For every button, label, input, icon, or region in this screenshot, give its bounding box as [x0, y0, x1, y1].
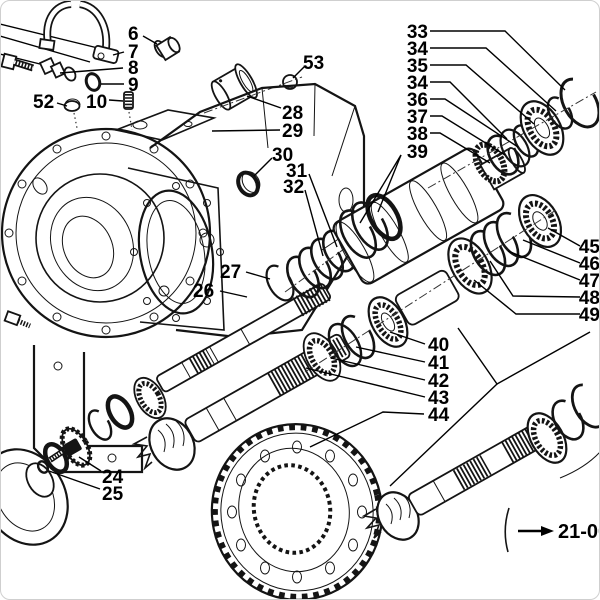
seal-washer	[84, 72, 102, 92]
callout-53: 53	[303, 53, 324, 74]
plug	[152, 36, 182, 60]
callout-52: 52	[33, 92, 54, 113]
callout-44: 44	[428, 405, 450, 426]
callout-36: 36	[407, 90, 428, 111]
callout-47: 47	[579, 271, 600, 292]
lower-pinion-bearing	[520, 379, 600, 478]
connector-fittings	[40, 58, 78, 83]
housing-stud	[5, 311, 30, 326]
stud	[124, 92, 133, 130]
callout-46: 46	[579, 254, 600, 275]
crown-wheel-bolt-holes	[228, 441, 367, 583]
callout-40: 40	[428, 335, 449, 356]
callout-24: 24	[102, 467, 124, 488]
callout-33: 33	[407, 22, 428, 43]
callout-30: 30	[272, 145, 293, 166]
callout-37: 37	[407, 107, 428, 128]
callout-48: 48	[579, 288, 600, 309]
washer-25	[36, 460, 50, 475]
callout-35: 35	[407, 56, 429, 77]
middle-shaft-right-end	[394, 269, 461, 327]
differential-housing	[2, 84, 364, 472]
bushing-30	[234, 168, 263, 198]
callout-25: 25	[102, 484, 124, 505]
callout-7: 7	[128, 42, 139, 63]
callout-10: 10	[86, 92, 107, 113]
reference-bracket	[505, 508, 509, 552]
callout-42: 42	[428, 371, 449, 392]
callout-45: 45	[579, 237, 600, 258]
callout-leaders	[49, 31, 580, 489]
cross-reference: 21-00	[505, 508, 600, 552]
ring-set-39	[333, 190, 407, 264]
hex-bolt	[1, 54, 33, 70]
callout-29: 29	[282, 121, 303, 142]
callout-26: 26	[193, 281, 214, 302]
bolt-24	[50, 438, 82, 460]
callout-labels: 6 7 8 9 10 52 53 28 29 30 31 32 27 26 24…	[33, 22, 600, 505]
callout-6: 6	[128, 24, 139, 45]
callout-38: 38	[407, 124, 428, 145]
flange-bolt-holes	[5, 132, 207, 334]
reference-arrowhead	[541, 526, 554, 536]
elbow-fitting	[93, 45, 119, 63]
axle-shaft	[156, 283, 332, 393]
callout-8: 8	[128, 58, 139, 79]
callout-34: 34	[407, 39, 429, 60]
callout-39: 39	[407, 142, 428, 163]
callout-31: 31	[286, 161, 308, 182]
callout-49: 49	[579, 305, 600, 326]
callout-34b: 34	[407, 73, 429, 94]
top-boss	[116, 110, 214, 140]
reference-label: 21-00	[558, 521, 600, 543]
callout-28: 28	[282, 103, 303, 124]
cap-52	[65, 99, 81, 128]
callout-32: 32	[283, 177, 304, 198]
middle-pinion-gear	[134, 410, 204, 478]
callout-43: 43	[428, 388, 449, 409]
carrier-shaft	[329, 128, 538, 288]
callout-41: 41	[428, 353, 450, 374]
breather-hose	[39, 4, 106, 50]
branch-leader-lines	[390, 328, 590, 486]
crown-wheel	[196, 408, 399, 600]
callout-9: 9	[128, 75, 139, 96]
callout-27: 27	[220, 262, 241, 283]
